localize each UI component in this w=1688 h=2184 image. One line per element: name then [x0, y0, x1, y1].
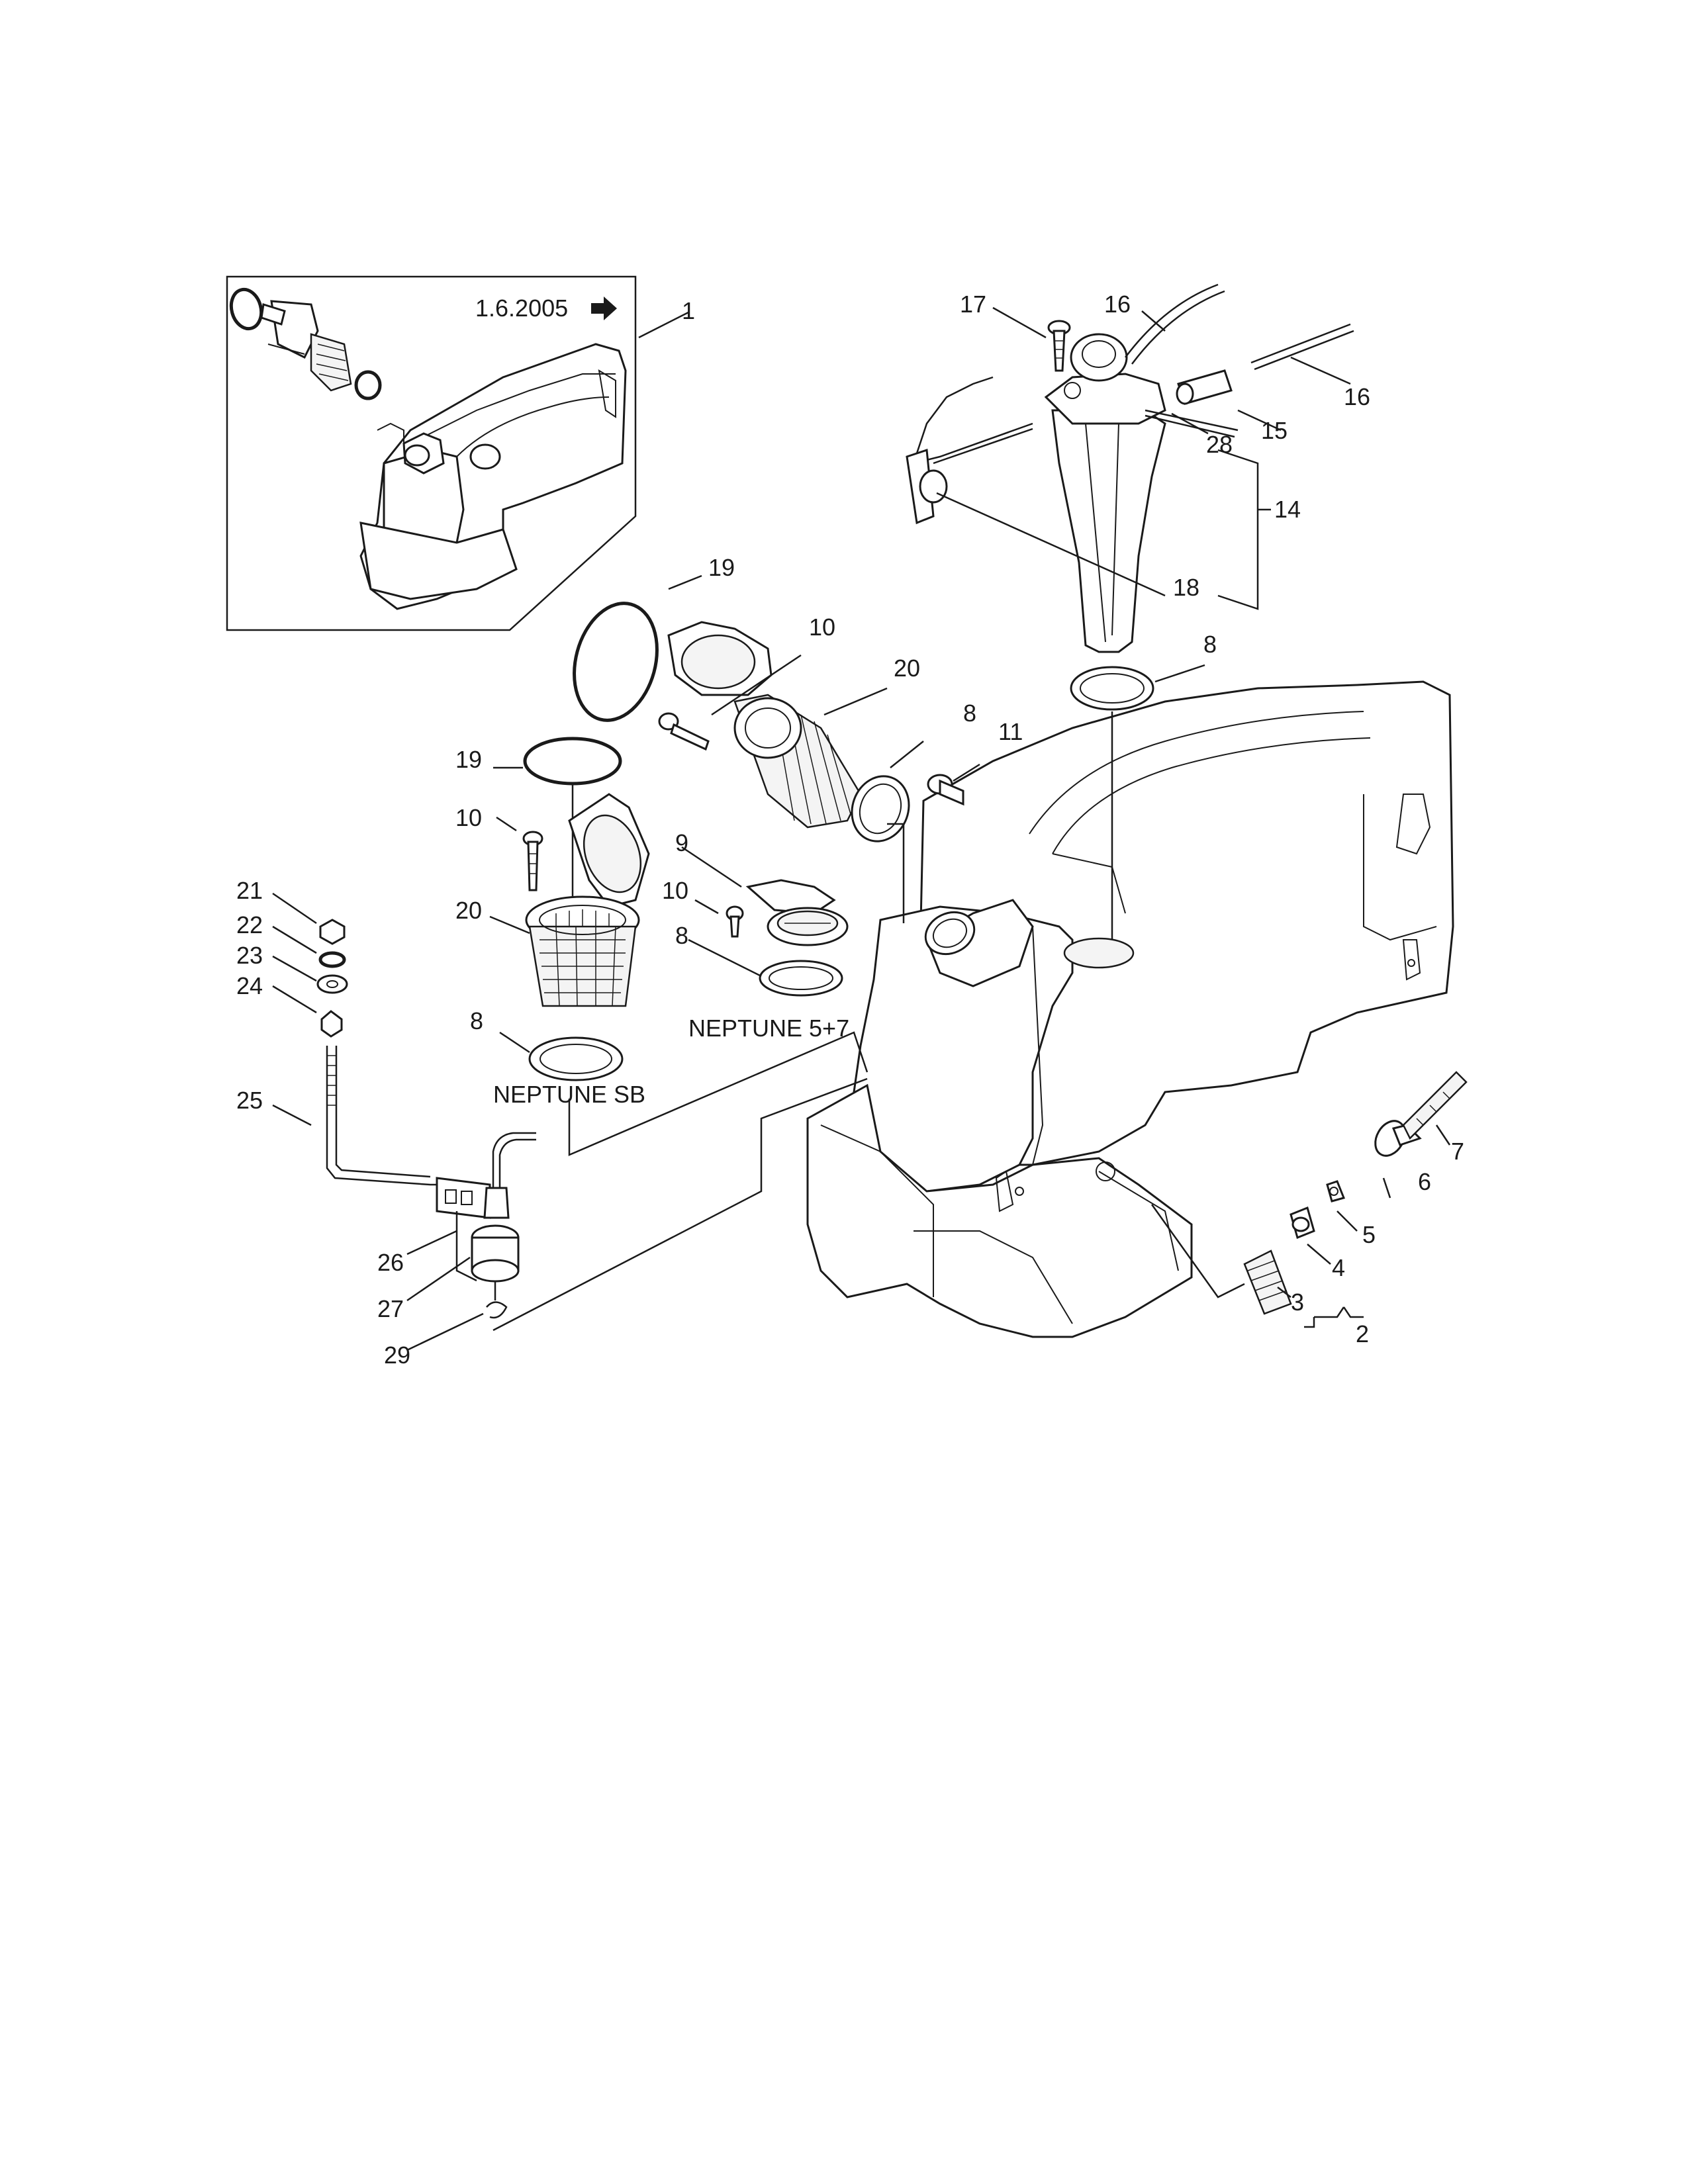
screw-10-left: [522, 831, 543, 891]
callout-29: 29: [384, 1342, 410, 1369]
callout-25: 25: [236, 1087, 263, 1114]
callout-16-top: 16: [1104, 291, 1131, 318]
callout-15: 15: [1261, 417, 1288, 444]
plug-11: [927, 774, 964, 806]
callout-26: 26: [377, 1249, 404, 1276]
callout-17: 17: [960, 291, 986, 318]
callout-24: 24: [236, 972, 263, 999]
callout-23: 23: [236, 942, 263, 969]
seal-ring-8-small: [759, 960, 843, 997]
variant-neptune-sb: NEPTUNE SB: [493, 1081, 645, 1108]
callout-8-left: 8: [470, 1007, 483, 1034]
callout-8-mid: 8: [963, 700, 976, 727]
callout-1: 1: [682, 297, 695, 324]
callout-18: 18: [1173, 574, 1199, 601]
callout-16-right: 16: [1344, 383, 1370, 410]
screw-10-small: [726, 905, 744, 938]
hose-fittings: [1243, 1071, 1468, 1315]
callout-7: 7: [1451, 1138, 1464, 1165]
callout-20-upper: 20: [894, 655, 920, 682]
callout-20-lower: 20: [455, 897, 482, 924]
lid-9: [745, 879, 836, 915]
callout-10-small: 10: [662, 877, 688, 904]
callout-3: 3: [1291, 1289, 1304, 1316]
callout-28: 28: [1206, 431, 1233, 458]
inset-tank-drawing: [359, 343, 627, 610]
callout-11: 11: [998, 718, 1023, 745]
callout-6: 6: [1418, 1168, 1431, 1195]
callout-labels: 17 16 16 15 28 14 18 8 19 10 20 8 11 19 …: [236, 291, 1464, 1369]
callout-8-small: 8: [675, 922, 688, 949]
screw-17: [1047, 320, 1071, 372]
o-ring-19-lower: [523, 737, 622, 786]
callout-22: 22: [236, 911, 263, 938]
callout-8-top: 8: [1203, 631, 1217, 658]
callout-19-lower: 19: [455, 746, 482, 773]
leader-lines: [272, 306, 1451, 1351]
callout-21: 21: [236, 877, 263, 904]
small-strainer: [767, 907, 849, 946]
callout-10-upper: 10: [809, 614, 835, 641]
suction-port: [924, 899, 1034, 987]
callout-9: 9: [675, 829, 688, 856]
callout-2: 2: [1356, 1320, 1369, 1347]
callout-5: 5: [1362, 1221, 1376, 1248]
callout-14: 14: [1274, 496, 1301, 523]
inset-date-label: 1.6.2005: [475, 295, 568, 322]
callout-27: 27: [377, 1295, 404, 1322]
callout-10-left: 10: [455, 804, 482, 831]
float-rod-group: [316, 919, 536, 1319]
inset-seal-ring: [354, 370, 382, 400]
callout-4: 4: [1332, 1254, 1345, 1281]
o-ring-19-upper: [573, 602, 659, 722]
callout-19-upper: 19: [708, 554, 735, 581]
float-switch-assembly: [906, 283, 1354, 653]
screw-10-upper: [658, 712, 710, 751]
main-tank-drawing: [806, 680, 1454, 1338]
right-arrow-icon: [591, 296, 617, 320]
inset-panel: 1.6.2005 1: [226, 275, 695, 631]
strainer-basket-upper: [667, 621, 862, 829]
seal-ring-8-mid: [851, 775, 910, 842]
inset-o-ring: [229, 287, 263, 331]
strainer-basket-lower: [525, 793, 650, 1007]
variant-neptune-57: NEPTUNE 5+7: [688, 1015, 849, 1042]
